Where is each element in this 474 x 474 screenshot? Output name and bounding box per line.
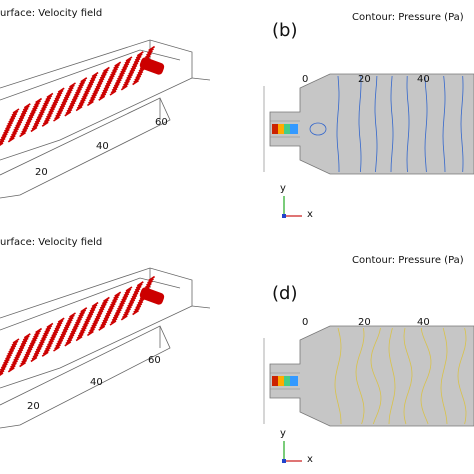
panel-d-axis-x-label: x [307,454,313,465]
velocity-slice [98,61,122,101]
pressure-contour-line [442,75,446,173]
velocity-slice [0,108,20,146]
velocity-slice [120,281,144,321]
velocity-slice [64,77,88,117]
panel-c-tick: 20 [27,401,40,412]
pressure-contour-line [420,327,432,425]
pressure-contour-line [374,75,378,173]
velocity-slice [7,333,31,373]
velocity-slice [109,286,133,326]
velocity-slice [120,51,144,91]
panel-b-axis-x-label: x [307,209,313,220]
panel-c-tick: 60 [148,355,161,366]
velocity-slice [98,291,122,331]
panel-d-tick: 20 [358,317,371,328]
pressure-contour-line [334,327,342,425]
velocity-slice [53,312,76,352]
pressure-contour-line [460,75,464,173]
pressure-contour-line [370,327,382,425]
velocity-slice [19,327,43,368]
panel-d-inlet-jet [272,376,298,386]
panel-b-axis-triad [282,196,302,218]
velocity-slice [30,92,54,133]
velocity-slice [53,82,76,122]
velocity-slice [19,97,43,138]
velocity-slice [86,296,110,337]
panel-b-axis-y-label: y [280,183,286,194]
panel-a-velocity-slices [0,45,165,146]
velocity-slice [41,317,65,357]
panel-d-pressure-contours [334,327,467,425]
panel-d-letter: (d) [272,283,298,304]
panel-a-tick: 20 [35,167,48,178]
panel-d-tick: 40 [417,317,430,328]
panel-d-title: Contour: Pressure (Pa) [352,255,464,266]
velocity-slice [41,87,65,127]
pressure-contour-line [403,327,413,425]
panel-d-tick: 0 [302,317,309,328]
pressure-contour-line [424,75,428,173]
panel-b-tick: 20 [358,74,371,85]
pressure-contour-line [457,327,467,425]
panel-d-axis-triad [282,441,302,463]
pressure-contour-line [388,327,396,425]
velocity-slice [7,103,31,143]
velocity-slice [0,338,20,376]
panel-b-tick: 40 [417,74,430,85]
panel-c-velocity-slices [0,275,165,376]
panel-a-tick: 60 [155,117,168,128]
pressure-contour-line [406,75,410,173]
panel-b-letter: (b) [272,20,298,41]
velocity-slice [30,322,54,363]
panel-c-tick: 40 [90,377,103,388]
velocity-slice [109,56,133,96]
pressure-contour-line [440,327,448,425]
panel-b-title: Contour: Pressure (Pa) [352,12,464,23]
velocity-slice [64,307,88,347]
panel-b-domain [263,73,474,175]
panel-b-tick: 0 [302,74,309,85]
panel-a-geometry [0,39,211,199]
pressure-contour-line [358,75,362,173]
panel-a-tick: 40 [96,141,109,152]
outlet-slice [139,287,165,305]
panel-b-inlet-jet [272,122,327,136]
velocity-slice [75,71,99,112]
panel-b-pressure-contours [336,75,464,173]
outlet-slice [139,57,165,75]
pressure-contour-line [390,75,394,173]
pressure-contour-line [336,75,340,172]
pressure-contour-line [355,327,365,425]
panel-a-title: urface: Velocity field [0,8,103,19]
panel-d-axis-y-label: y [280,428,286,439]
velocity-slice [86,66,110,107]
panel-c-title: urface: Velocity field [0,237,103,248]
velocity-slice [75,301,99,342]
panel-d-domain [263,325,474,427]
